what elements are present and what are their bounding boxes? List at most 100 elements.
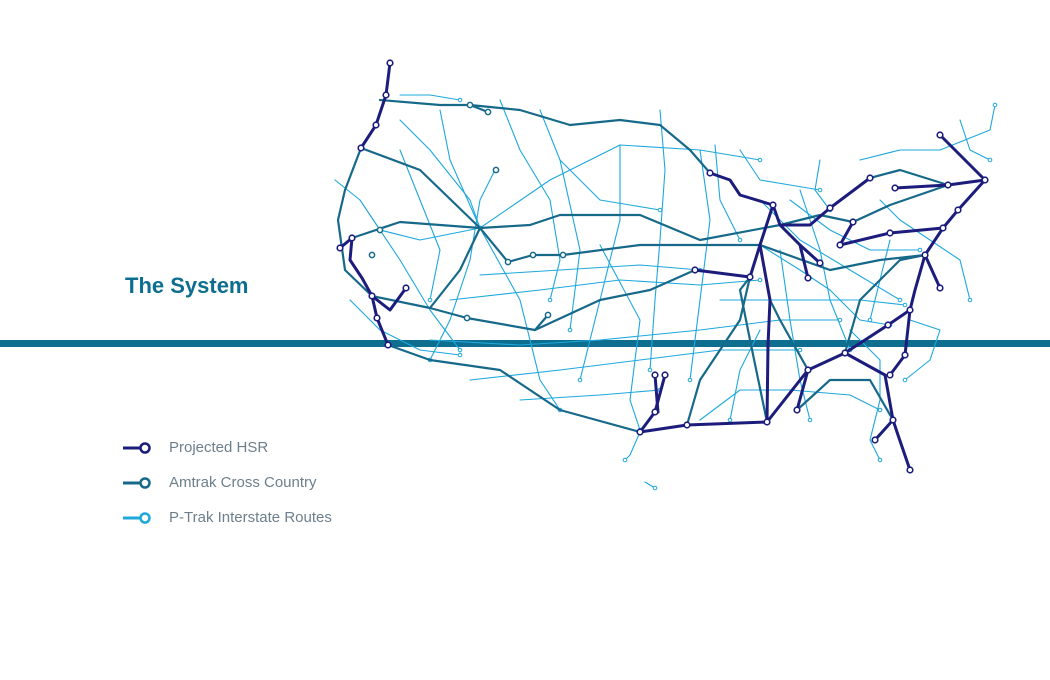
amtrak-route bbox=[795, 378, 895, 422]
amtrak-route bbox=[685, 275, 752, 427]
amtrak-route bbox=[768, 298, 810, 372]
hsr-station bbox=[866, 174, 874, 182]
amtrak-station bbox=[492, 166, 500, 174]
amtrak-route bbox=[386, 343, 642, 434]
ptrak-route bbox=[689, 149, 711, 381]
ptrak-route bbox=[439, 109, 561, 411]
ptrak-route bbox=[539, 109, 661, 211]
ptrak-route bbox=[849, 329, 881, 461]
ptrak-route bbox=[519, 389, 661, 401]
amtrak-route bbox=[758, 243, 927, 272]
hsr-route bbox=[888, 308, 912, 377]
amtrak-route bbox=[350, 220, 482, 240]
ptrak-route bbox=[559, 159, 581, 331]
hsr-station bbox=[826, 204, 834, 212]
ptrak-route bbox=[599, 244, 641, 431]
ptrak-route bbox=[759, 244, 891, 326]
ptrak-station bbox=[877, 407, 883, 413]
ptrak-station bbox=[457, 352, 463, 358]
hsr-station bbox=[691, 266, 699, 274]
hsr-station bbox=[384, 341, 392, 349]
legend-label: Amtrak Cross Country bbox=[169, 474, 317, 491]
ptrak-station bbox=[902, 377, 908, 383]
ptrak-station bbox=[807, 417, 813, 423]
ptrak-station bbox=[902, 302, 908, 308]
ptrak-route bbox=[814, 159, 831, 211]
hsr-station bbox=[763, 418, 771, 426]
ptrak-route bbox=[399, 119, 481, 229]
ptrak-station bbox=[757, 277, 763, 283]
hsr-station bbox=[891, 184, 899, 192]
ptrak-route bbox=[624, 431, 641, 461]
hsr-station bbox=[836, 241, 844, 249]
ptrak-route bbox=[649, 109, 666, 371]
hsr-route bbox=[758, 243, 772, 424]
hsr-station bbox=[651, 408, 659, 416]
hsr-station bbox=[651, 371, 659, 379]
hsr-route bbox=[638, 226, 945, 434]
amtrak-station bbox=[466, 101, 474, 109]
hsr-route bbox=[708, 171, 872, 227]
hsr-station bbox=[793, 406, 801, 414]
hsr-station bbox=[804, 274, 812, 282]
legend-hsr-line-icon bbox=[123, 441, 151, 454]
hsr-station bbox=[816, 259, 824, 267]
ptrak-station bbox=[657, 207, 663, 213]
ptrak-route bbox=[879, 199, 971, 301]
amtrak-route bbox=[336, 146, 374, 298]
hsr-station bbox=[636, 428, 644, 436]
hsr-station bbox=[373, 314, 381, 322]
ptrak-station bbox=[457, 347, 463, 353]
ptrak-station bbox=[652, 485, 658, 491]
ptrak-station bbox=[987, 157, 993, 163]
amtrak-station bbox=[376, 226, 384, 234]
legend-label: Projected HSR bbox=[169, 439, 269, 456]
hsr-station bbox=[382, 91, 390, 99]
hsr-station bbox=[841, 349, 849, 357]
page-title: The System bbox=[125, 273, 249, 298]
hsr-route bbox=[370, 286, 408, 312]
amtrak-station bbox=[559, 251, 567, 259]
hsr-station bbox=[683, 421, 691, 429]
ptrak-station bbox=[917, 247, 923, 253]
legend-item-ptrak: P-Trak Interstate Routes bbox=[123, 500, 332, 535]
amtrak-route bbox=[843, 253, 927, 355]
hsr-route bbox=[693, 203, 775, 279]
amtrak-station bbox=[484, 108, 492, 116]
hsr-route bbox=[838, 220, 855, 247]
amtrak-station bbox=[529, 251, 537, 259]
ptrak-route bbox=[959, 119, 991, 161]
ptrak-station bbox=[727, 417, 733, 423]
hsr-station bbox=[769, 201, 777, 209]
ptrak-route bbox=[739, 149, 821, 191]
hsr-station bbox=[936, 131, 944, 139]
amtrak-route bbox=[378, 98, 712, 175]
legend-item-hsr: Projected HSR bbox=[123, 430, 332, 465]
ptrak-route bbox=[349, 299, 461, 356]
hsr-station bbox=[921, 251, 929, 259]
amtrak-station bbox=[463, 314, 471, 322]
hsr-route bbox=[838, 133, 987, 247]
amtrak-route bbox=[738, 275, 769, 424]
ptrak-route bbox=[334, 179, 481, 241]
hsr-station bbox=[939, 224, 947, 232]
hsr-station bbox=[906, 466, 914, 474]
legend-item-amtrak: Amtrak Cross Country bbox=[123, 465, 332, 500]
ptrak-route bbox=[799, 189, 851, 351]
ptrak-station bbox=[877, 457, 883, 463]
hsr-station bbox=[372, 121, 380, 129]
ptrak-station bbox=[687, 377, 693, 383]
legend-ptrak-line-icon bbox=[123, 511, 151, 524]
ptrak-station bbox=[547, 297, 553, 303]
ptrak-station bbox=[797, 347, 803, 353]
hsr-station bbox=[386, 59, 394, 67]
hsr-station bbox=[936, 284, 944, 292]
accent-divider-bar bbox=[0, 340, 1050, 347]
hsr-route bbox=[798, 243, 810, 280]
ptrak-route bbox=[429, 169, 496, 361]
amtrak-route bbox=[428, 226, 482, 310]
ptrak-route bbox=[779, 249, 811, 421]
hsr-station bbox=[901, 351, 909, 359]
ptrak-station bbox=[427, 297, 433, 303]
